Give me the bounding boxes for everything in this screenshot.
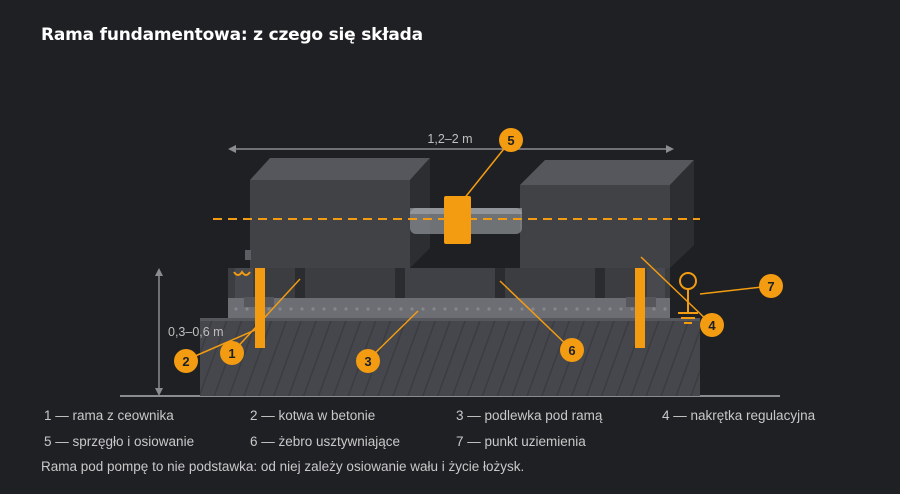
grout-dot	[366, 307, 370, 311]
grout-dot	[432, 307, 436, 311]
legend-item-4: 4 — nakrętka regulacyjna	[662, 408, 816, 423]
grout-dot	[564, 307, 568, 311]
grout-dot	[476, 307, 480, 311]
grout-dot	[399, 307, 403, 311]
svg-text:1: 1	[228, 346, 235, 361]
grout-dot	[630, 307, 634, 311]
legend-item-1: 1 — rama z ceownika	[44, 408, 174, 423]
height-dimension	[155, 268, 163, 396]
grout-dot	[597, 307, 601, 311]
callout-2: 2	[174, 349, 198, 373]
grout-dot	[608, 307, 612, 311]
concrete-foundation	[200, 318, 700, 396]
diagram-title: Rama fundamentowa: z czego się składa	[41, 25, 423, 45]
anchor-bolt-right	[635, 268, 645, 348]
width-dimension	[228, 128, 674, 153]
grout-dot	[487, 307, 491, 311]
motor-body	[245, 158, 430, 268]
svg-text:6: 6	[568, 343, 575, 358]
grout-dot	[509, 307, 513, 311]
callout-6: 6	[560, 338, 584, 362]
svg-text:5: 5	[507, 133, 514, 148]
callout-1: 1	[220, 341, 244, 365]
callout-5: 5	[499, 128, 523, 152]
foundation-frame-diagram: 1,2–2 m 0,3–0,6 m 1 2 3 4 5 6	[120, 128, 783, 397]
grout-dot	[443, 307, 447, 311]
grout-dot	[278, 307, 282, 311]
grout-dot	[311, 307, 315, 311]
grout-dot	[652, 307, 656, 311]
legend-item-2: 2 — kotwa w betonie	[250, 408, 376, 423]
grout-dot	[322, 307, 326, 311]
callout-4: 4	[700, 313, 724, 337]
legend-item-7: 7 — punkt uziemienia	[456, 434, 586, 449]
grout-dot	[421, 307, 425, 311]
anchor-bolt-left	[255, 268, 265, 348]
grout-dot	[267, 307, 271, 311]
ground-symbol-icon	[678, 272, 698, 324]
grout-dot	[542, 307, 546, 311]
nut-symbol-icon	[233, 270, 251, 276]
grout-dot	[465, 307, 469, 311]
legend-item-3: 3 — podlewka pod ramą	[456, 408, 603, 423]
grout-dot	[498, 307, 502, 311]
grout-dot	[520, 307, 524, 311]
grout-layer	[228, 298, 670, 318]
grout-dot	[454, 307, 458, 311]
rib-pedestal	[405, 268, 495, 298]
svg-text:7: 7	[767, 279, 774, 294]
caption: Rama pod pompę to nie podstawka: od niej…	[41, 459, 525, 474]
grout-dot	[377, 307, 381, 311]
grout-dot	[245, 307, 249, 311]
grout-dot	[586, 307, 590, 311]
grout-dot	[300, 307, 304, 311]
grout-dot	[289, 307, 293, 311]
grout-dot	[410, 307, 414, 311]
grout-dot	[619, 307, 623, 311]
legend-item-6: 6 — żebro usztywniające	[250, 434, 401, 449]
pump-body	[520, 160, 694, 268]
width-dimension-label: 1,2–2 m	[427, 132, 472, 146]
grout-dot	[344, 307, 348, 311]
svg-text:3: 3	[364, 354, 371, 369]
svg-text:4: 4	[708, 318, 716, 333]
grout-dot	[234, 307, 238, 311]
grout-dot	[553, 307, 557, 311]
svg-text:2: 2	[182, 354, 189, 369]
callout-7: 7	[759, 274, 783, 298]
grout-dot	[531, 307, 535, 311]
height-dimension-label: 0,3–0,6 m	[168, 325, 224, 339]
grout-dot	[355, 307, 359, 311]
callout-3: 3	[356, 349, 380, 373]
grout-dot	[388, 307, 392, 311]
grout-dot	[575, 307, 579, 311]
grout-dot	[333, 307, 337, 311]
legend-item-5: 5 — sprzęgło i osiowanie	[44, 434, 195, 449]
grout-dot	[663, 307, 667, 311]
